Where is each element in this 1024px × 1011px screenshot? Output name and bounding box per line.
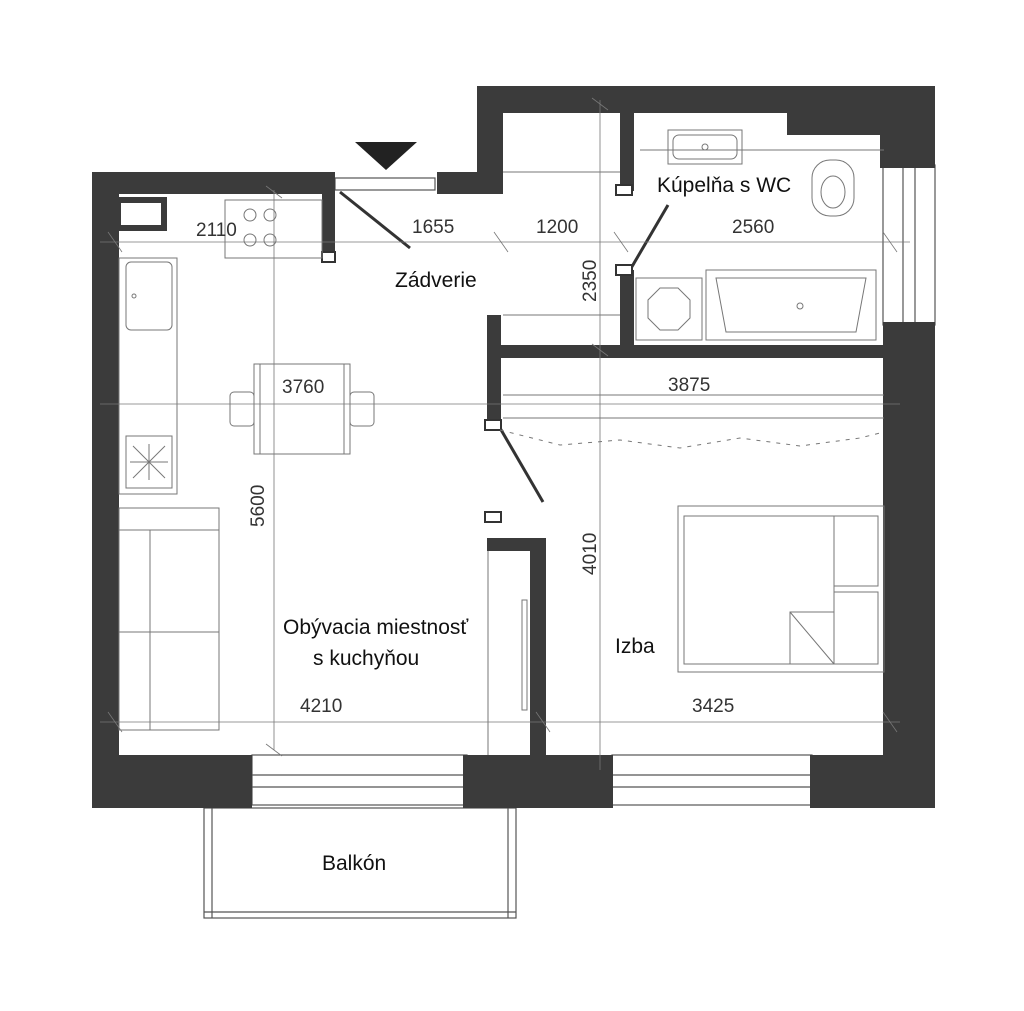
dim-living-depth: 5600 bbox=[248, 485, 269, 527]
wardrobe bbox=[503, 171, 884, 419]
dim-living-width-upper: 3760 bbox=[282, 377, 324, 398]
room-label-zadverie: Zádverie bbox=[395, 269, 477, 292]
dining-table bbox=[229, 363, 375, 455]
dim-kitchen-width: 2110 bbox=[196, 220, 237, 241]
bed bbox=[677, 505, 885, 673]
dim-room-width-upper: 3875 bbox=[668, 375, 710, 396]
dim-room-width-lower: 3425 bbox=[692, 696, 734, 717]
sofa bbox=[118, 507, 220, 731]
room-label-obyvacia-1: Obývacia miestnosť bbox=[283, 616, 469, 639]
dim-living-width-lower: 4210 bbox=[300, 696, 342, 717]
down-triangle-icon bbox=[355, 142, 417, 170]
walls bbox=[92, 86, 935, 808]
dimension-lines bbox=[100, 97, 910, 770]
dim-room-depth: 4010 bbox=[580, 533, 601, 575]
dim-bath-width: 2560 bbox=[732, 217, 774, 238]
room-label-izba: Izba bbox=[615, 635, 655, 658]
room-label-kupelna: Kúpelňa s WC bbox=[657, 174, 791, 197]
dim-hall-width: 1655 bbox=[412, 217, 454, 238]
room-label-obyvacia-2: s kuchyňou bbox=[313, 647, 419, 670]
kitchen bbox=[118, 199, 323, 495]
dim-hall-corridor: 1200 bbox=[536, 217, 578, 238]
balcony bbox=[203, 807, 517, 919]
doors bbox=[321, 184, 885, 523]
shelf bbox=[487, 551, 528, 755]
dim-hall-depth: 2350 bbox=[580, 260, 601, 302]
room-label-balkon: Balkón bbox=[322, 852, 386, 875]
bathroom-fixtures bbox=[635, 129, 884, 341]
